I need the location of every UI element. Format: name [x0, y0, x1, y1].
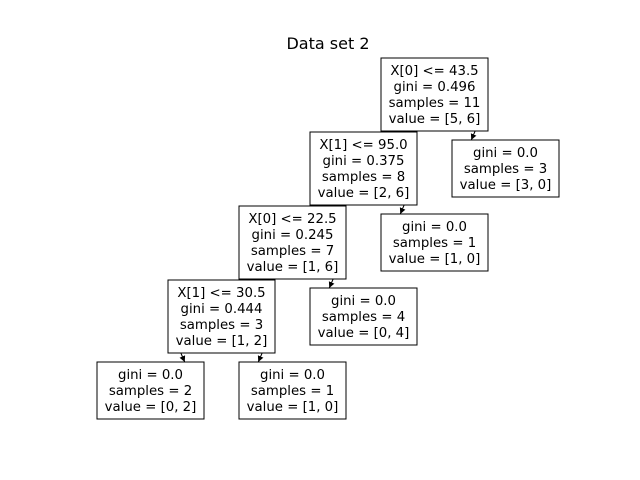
node-line: X[1] <= 30.5 [177, 286, 265, 301]
node-line: gini = 0.496 [394, 80, 476, 95]
node-line: gini = 0.0 [331, 294, 396, 309]
node-line: value = [0, 2] [105, 400, 197, 415]
node-box [380, 213, 489, 272]
node-line: gini = 0.0 [260, 368, 325, 383]
node-line: value = [1, 0] [247, 400, 339, 415]
node-line: samples = 2 [109, 384, 192, 399]
node-line: value = [0, 4] [318, 326, 410, 341]
node-line: samples = 1 [393, 236, 476, 251]
node-box [96, 361, 205, 420]
node-line: X[0] <= 43.5 [390, 64, 478, 79]
node-box [167, 279, 276, 354]
node-box [451, 139, 560, 198]
node-line: value = [3, 0] [460, 178, 552, 193]
node-line: X[1] <= 95.0 [319, 138, 407, 153]
edge-n0-n2 [470, 130, 477, 141]
node-line: samples = 4 [322, 310, 405, 325]
node-line: samples = 8 [322, 170, 405, 185]
edge-n5-n7 [179, 352, 186, 363]
edge-n1-n4 [399, 204, 406, 215]
node-line: value = [1, 0] [389, 252, 481, 267]
node-line: gini = 0.0 [473, 146, 538, 161]
node-line: samples = 11 [389, 96, 481, 111]
node-box [238, 361, 347, 420]
node-box [380, 57, 489, 132]
node-line: gini = 0.375 [323, 154, 405, 169]
node-line: samples = 7 [251, 244, 334, 259]
edge-n5-n8 [257, 352, 264, 363]
node-line: samples = 3 [180, 318, 263, 333]
node-line: gini = 0.245 [252, 228, 334, 243]
node-line: value = [5, 6] [389, 112, 481, 127]
node-line: samples = 1 [251, 384, 334, 399]
node-line: value = [1, 2] [176, 334, 268, 349]
node-line: gini = 0.444 [181, 302, 263, 317]
node-line: samples = 3 [464, 162, 547, 177]
node-box [309, 287, 418, 346]
node-box [238, 205, 347, 280]
edge-n3-n6 [328, 278, 335, 289]
node-line: value = [2, 6] [318, 186, 410, 201]
node-line: value = [1, 6] [247, 260, 339, 275]
node-line: gini = 0.0 [118, 368, 183, 383]
node-line: X[0] <= 22.5 [248, 212, 336, 227]
diagram-title: Data set 2 [286, 34, 369, 53]
node-line: gini = 0.0 [402, 220, 467, 235]
node-box [309, 131, 418, 206]
